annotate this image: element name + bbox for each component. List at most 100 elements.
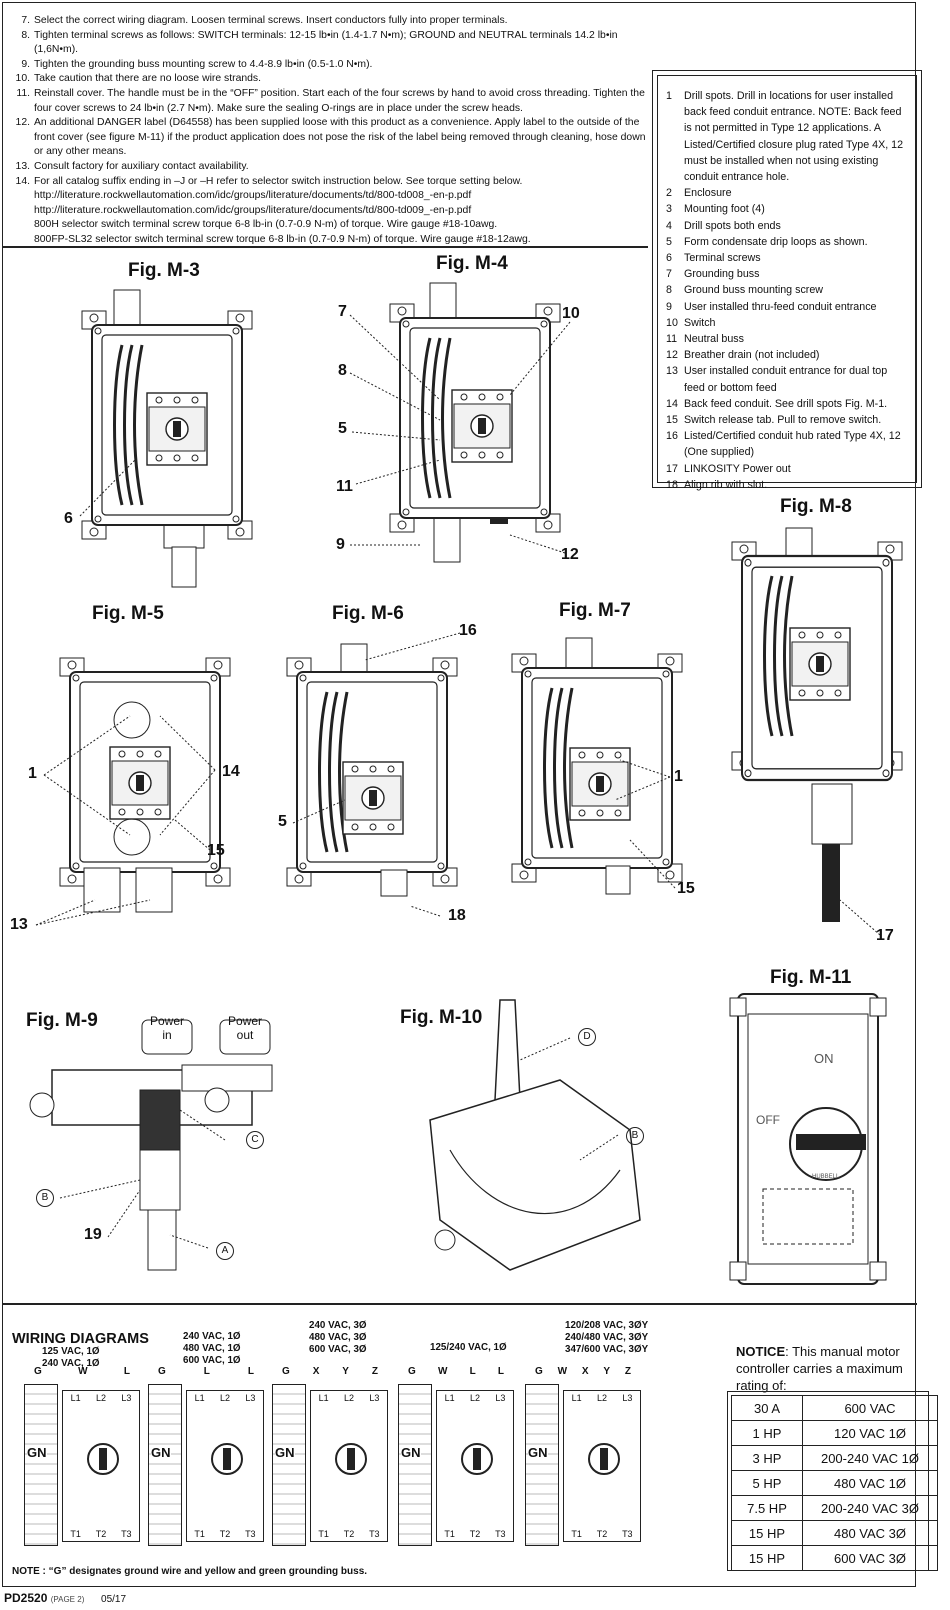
callout-18: 18 <box>448 907 466 924</box>
instruction-item: 8. Tighten terminal screws as follows: SW… <box>10 29 650 58</box>
wiring-note: NOTE : “G” designates ground wire and ye… <box>12 1566 367 1577</box>
legend-text: Listed/Certified conduit hub rated Type … <box>684 430 901 459</box>
terminal-label: L1 <box>194 1393 205 1403</box>
page-frame <box>2 2 916 1587</box>
terminal-letter: G <box>535 1366 543 1377</box>
terminal-label: T1 <box>318 1529 329 1539</box>
instruction-text: An additional DANGER label (D64558) has … <box>34 117 646 158</box>
callout-B-m9: B <box>36 1189 54 1207</box>
gn-label: GN <box>275 1445 295 1460</box>
instruction-number: 7. <box>21 15 30 26</box>
legend-text: Grounding buss <box>684 268 760 281</box>
legend-text: Mounting foot (4) <box>684 203 765 216</box>
terminal-letter: Y <box>603 1366 611 1377</box>
legend-text: LINKOSITY Power out <box>684 462 791 475</box>
callout-9: 9 <box>336 536 345 553</box>
fig-m7-title: Fig. M-7 <box>559 600 631 621</box>
legend-text: Switch release tab. Pull to remove switc… <box>684 414 882 427</box>
terminal-letter: Z <box>624 1366 631 1377</box>
terminal-letter: L <box>247 1366 254 1377</box>
ground-buss: GN <box>398 1384 432 1546</box>
notice-text: NOTICE: This manual motor controller car… <box>736 1343 936 1394</box>
terminal-label: L3 <box>369 1393 380 1403</box>
terminal-letter: L <box>203 1366 210 1377</box>
callout-15-m7: 15 <box>677 880 695 897</box>
instruction-text: Tighten terminal screws as follows: SWIT… <box>34 29 618 56</box>
instruction-number: 10. <box>15 73 30 85</box>
power-out-label: Power out <box>227 1014 262 1042</box>
wiring-title: WIRING DIAGRAMS <box>12 1331 149 1347</box>
callout-12: 12 <box>561 546 579 563</box>
callout-11: 11 <box>336 478 353 495</box>
callout-B-m10: B <box>626 1127 644 1145</box>
rating-voltage: 600 VAC 3Ø <box>802 1545 938 1571</box>
terminal-label: T3 <box>245 1529 256 1539</box>
terminal-label: L2 <box>219 1393 230 1403</box>
terminal-label: L1 <box>444 1393 455 1403</box>
terminal-label: T3 <box>121 1529 132 1539</box>
legend-number: 7 <box>666 268 672 281</box>
terminal-label: L2 <box>469 1393 480 1403</box>
legend-number: 17 <box>666 462 678 475</box>
fig-m5-title: Fig. M-5 <box>92 603 164 624</box>
terminal-letter: G <box>282 1366 290 1377</box>
terminal-label: T1 <box>571 1529 582 1539</box>
legend-item: 17 LINKOSITY Power out <box>666 461 906 477</box>
instruction-item: 12.An additional DANGER label (D64558) h… <box>10 116 650 160</box>
legend-number: 18 <box>666 478 678 491</box>
rating-voltage: 600 VAC <box>802 1395 938 1421</box>
note-text: NOTE : “G” designates ground wire and ye… <box>12 1566 368 1577</box>
ground-buss: GN <box>24 1384 58 1546</box>
instruction-text: Take caution that there are no loose wir… <box>34 73 261 85</box>
legend-text: Form condensate drip loops as shown. <box>684 235 868 248</box>
page-label: (PAGE 2) <box>50 1595 85 1604</box>
instruction-text: Consult factory for auxiliary contact av… <box>34 160 249 172</box>
terminal-label: L3 <box>121 1393 132 1403</box>
switch-knob <box>211 1443 243 1475</box>
gn-label: GN <box>401 1445 421 1460</box>
instruction-item: 9.Tighten the grounding buss mounting sc… <box>10 58 650 73</box>
callout-17: 17 <box>876 927 894 944</box>
terminal-label: T3 <box>622 1529 633 1539</box>
instruction-number: 14. <box>15 175 30 187</box>
legend-number: 13 <box>666 365 678 378</box>
terminal-label: T2 <box>95 1529 107 1539</box>
instruction-number: 8. <box>21 29 30 41</box>
terminal-label: L3 <box>622 1393 633 1403</box>
fig-m10-title: Fig. M-10 <box>400 1007 483 1028</box>
legend-text: Neutral buss <box>684 333 744 346</box>
legend-text: User installed conduit entrance for dual… <box>684 365 888 394</box>
rating-voltage: 480 VAC 3Ø <box>802 1520 938 1546</box>
legend-number: 6 <box>666 252 672 265</box>
terminal-label: L2 <box>95 1393 106 1403</box>
terminal-letter: W <box>78 1366 88 1377</box>
fig-m8-title: Fig. M-8 <box>780 496 852 517</box>
terminal-letter: G <box>34 1366 42 1377</box>
ground-buss: GN <box>148 1384 182 1546</box>
rating-voltage: 480 VAC 1Ø <box>802 1470 938 1496</box>
fig-m11-title: Fig. M-11 <box>770 967 852 988</box>
legend-item: 13 User installed conduit entrance for du… <box>666 363 906 395</box>
callout-C: C <box>246 1131 264 1149</box>
